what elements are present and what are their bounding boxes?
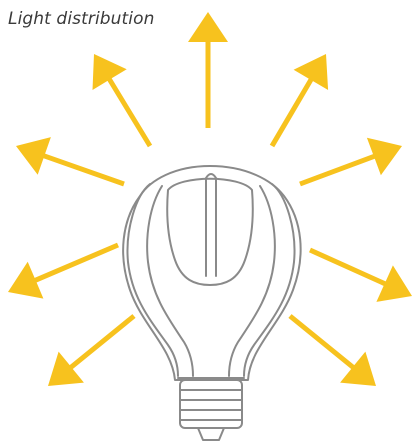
light-ray-arrow-down-left	[8, 243, 119, 299]
light-ray-arrow-right	[299, 138, 402, 187]
light-ray-arrow-up-left	[93, 54, 153, 147]
bulb-screw-base	[180, 380, 242, 440]
light-ray-arrow-down-left-low	[48, 314, 136, 386]
light-ray-arrow-left	[16, 137, 125, 186]
light-ray-arrow-down-right-low	[288, 314, 376, 386]
light-bulb-icon	[123, 166, 300, 440]
light-ray-arrow-down-right	[309, 248, 412, 302]
light-ray-arrow-up	[188, 12, 228, 128]
light-ray-arrow-up-right	[270, 54, 328, 147]
